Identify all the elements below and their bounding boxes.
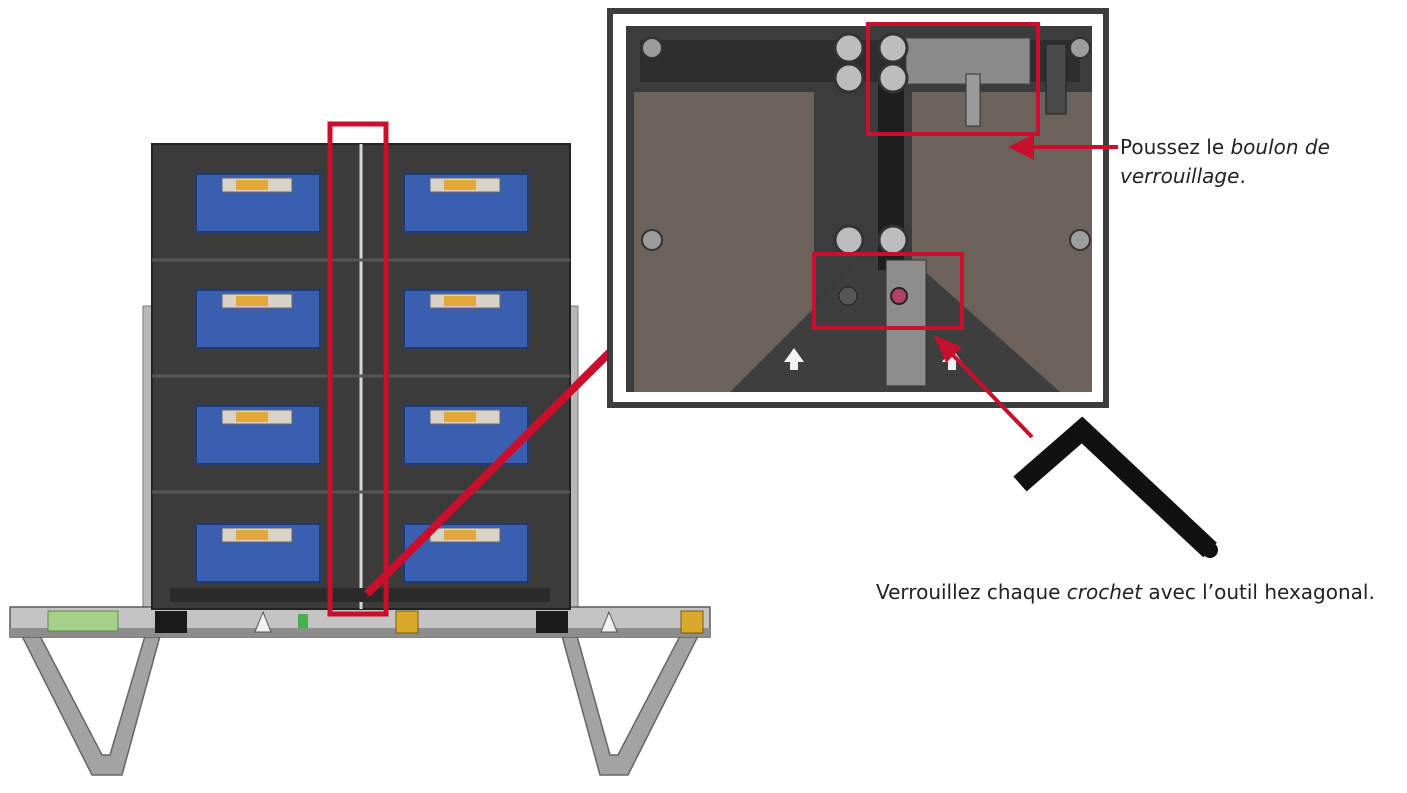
locking-bolt-pin bbox=[965, 73, 981, 127]
lock-hook-instruction: Verrouillez chaque crochet avec l’outil … bbox=[876, 578, 1401, 607]
cabinet-module bbox=[195, 173, 321, 233]
beam-orange-block-1 bbox=[395, 610, 419, 634]
push-bolt-instruction: Poussez le boulon de verrouillage. bbox=[1120, 133, 1390, 191]
hook-callout-line bbox=[946, 348, 1034, 439]
push-bolt-prefix: Poussez le bbox=[1120, 135, 1231, 159]
cabinet-module bbox=[195, 289, 321, 349]
pulley bbox=[833, 32, 865, 64]
hex-key-icon bbox=[1013, 416, 1218, 558]
pulley bbox=[833, 62, 865, 94]
hook-hub bbox=[838, 286, 858, 306]
push-bolt-suffix: . bbox=[1239, 164, 1246, 188]
lock-hook-emphasis: crochet bbox=[1066, 580, 1143, 604]
hook-highlight-box bbox=[812, 252, 964, 330]
pulley bbox=[833, 224, 865, 256]
corner-bolt bbox=[1069, 37, 1091, 59]
zoom-connector-line bbox=[364, 347, 615, 597]
seam-highlight-box bbox=[327, 121, 389, 617]
pulley bbox=[877, 62, 909, 94]
cabinet-module bbox=[195, 405, 321, 465]
left-leg bbox=[20, 635, 161, 776]
beam-bracket-2 bbox=[600, 610, 618, 633]
stand bbox=[9, 305, 711, 776]
cabinet-module bbox=[403, 289, 529, 349]
push-bolt-emphasis: boulon de verrouillage bbox=[1120, 135, 1330, 188]
corner-bolt bbox=[641, 37, 663, 59]
latch-guide bbox=[1045, 43, 1067, 115]
beam-orange-block-2 bbox=[680, 610, 704, 634]
corner-bolt bbox=[641, 229, 663, 251]
up-arrow-icon bbox=[942, 348, 962, 370]
beam-green-tab bbox=[298, 614, 308, 628]
cabinet-module bbox=[195, 523, 321, 583]
corner-bolt bbox=[1069, 229, 1091, 251]
cabinet-bottom-fans bbox=[170, 588, 550, 602]
bolt-highlight-box bbox=[866, 22, 1040, 136]
base-beam-shadow bbox=[10, 628, 710, 637]
cabinet-wall bbox=[151, 143, 571, 610]
pulley bbox=[877, 224, 909, 256]
lock-hook-prefix: Verrouillez chaque bbox=[876, 580, 1067, 604]
pulley bbox=[877, 32, 909, 64]
bolt-callout-arrowhead bbox=[1008, 134, 1034, 160]
zoom-detail-panel bbox=[607, 8, 1109, 408]
beam-black-block-1 bbox=[155, 611, 187, 633]
hex-socket bbox=[890, 287, 908, 305]
up-arrow-icon bbox=[784, 348, 804, 370]
beam-bracket-1 bbox=[254, 610, 272, 633]
cabinet-module bbox=[403, 173, 529, 233]
cabinet-module bbox=[403, 523, 529, 583]
beam-green-connector bbox=[47, 610, 119, 632]
beam-black-block-2 bbox=[536, 611, 568, 633]
hook-plate bbox=[885, 259, 927, 387]
hook-callout-arrowhead bbox=[934, 335, 962, 363]
lock-hook-suffix: avec l’outil hexagonal. bbox=[1142, 580, 1375, 604]
right-leg bbox=[561, 635, 700, 776]
